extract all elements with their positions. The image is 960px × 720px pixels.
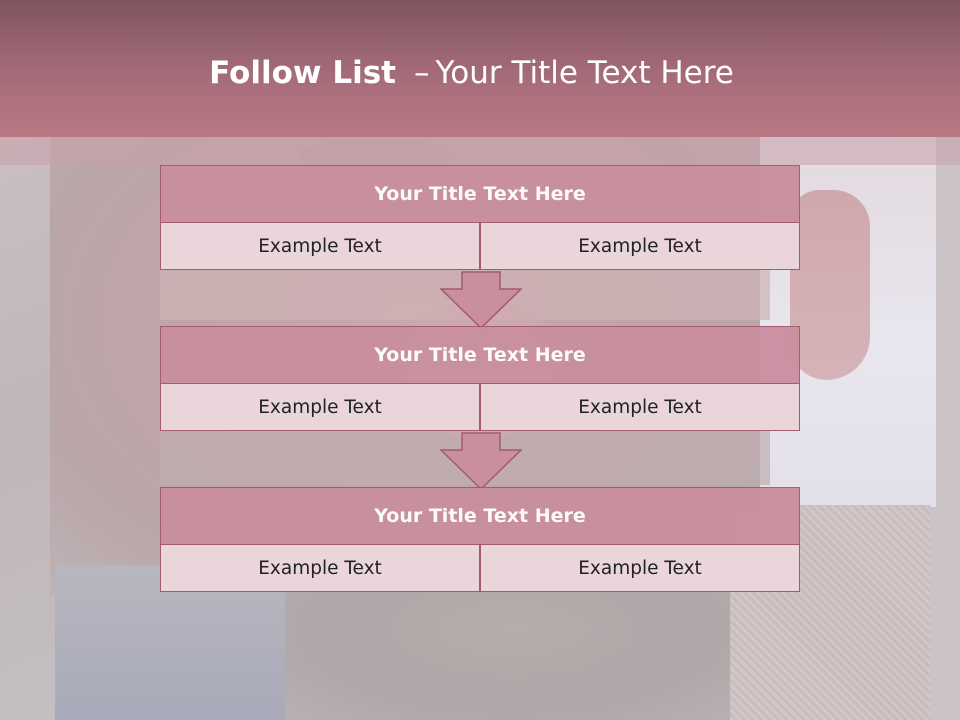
step-right-text: Example Text [480,383,800,431]
step-left-text: Example Text [160,383,480,431]
step-title: Your Title Text Here [160,487,800,545]
step-left-text: Example Text [160,544,480,592]
down-arrow-icon [440,432,522,490]
step-right-text: Example Text [480,544,800,592]
step-left-text: Example Text [160,222,480,270]
header-band [0,137,960,165]
process-step-2: Your Title Text Here Example Text Exampl… [160,326,800,431]
down-arrow-icon [440,271,522,329]
step-title: Your Title Text Here [160,165,800,223]
slide-title-rest: Your Title Text Here [435,55,734,91]
photo-tile [790,190,870,380]
process-step-1: Your Title Text Here Example Text Exampl… [160,165,800,270]
step-title: Your Title Text Here [160,326,800,384]
photo-tile [285,590,740,720]
header-bar [0,0,960,137]
slide-title-bold: Follow List [209,55,396,91]
process-step-3: Your Title Text Here Example Text Exampl… [160,487,800,592]
title-separator: – [413,55,430,91]
step-right-text: Example Text [480,222,800,270]
slide-title: Follow List–Your Title Text Here [0,55,943,91]
